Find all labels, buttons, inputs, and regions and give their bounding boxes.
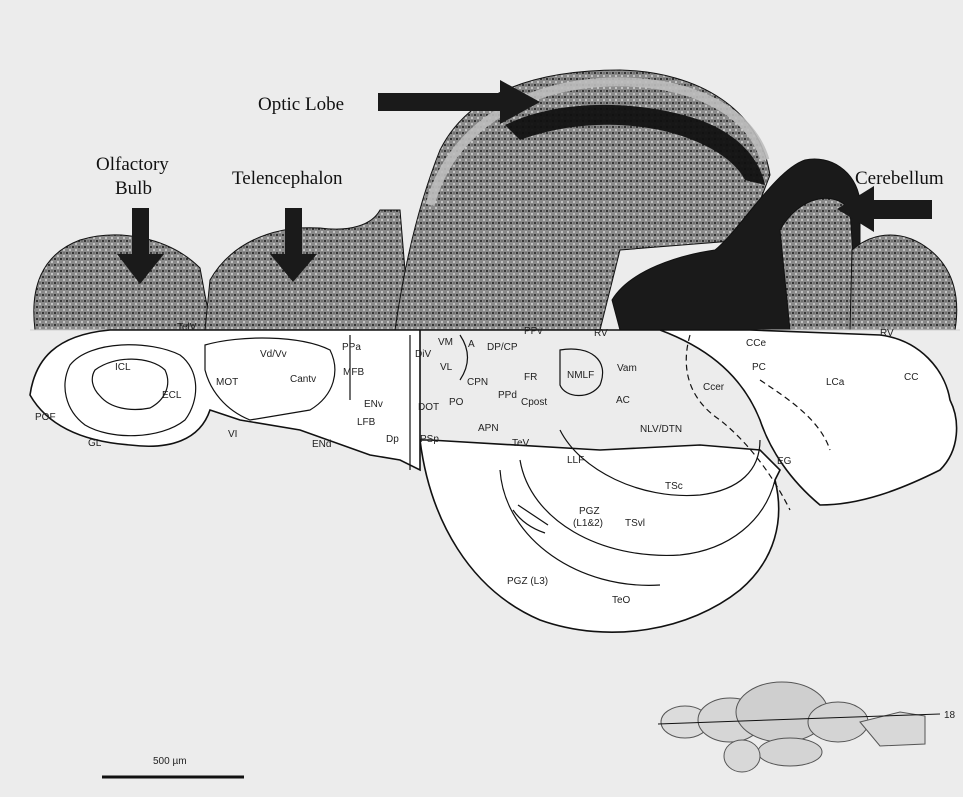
region-label: VM [438, 337, 453, 348]
region-label: VL [440, 362, 453, 373]
region-label: PC [752, 362, 766, 373]
hindbrain-tissue [850, 235, 957, 330]
region-label: PGZ [579, 506, 600, 517]
region-label: DP/CP [487, 342, 518, 353]
cerebellum-gray [780, 198, 858, 330]
region-label: TeO [612, 595, 631, 606]
region-label: MOT [216, 377, 238, 388]
region-label: Vam [617, 363, 637, 374]
region-label: A [468, 339, 475, 350]
callout-olfactory-bulb: Olfactory [96, 154, 169, 175]
region-label: PGZ (L3) [507, 576, 548, 587]
region-label: NLV/DTN [640, 424, 682, 435]
inset-lateral-brain [661, 682, 925, 772]
region-label: PSp [420, 434, 439, 445]
region-label: DOT [418, 402, 439, 413]
region-label: Cantv [290, 374, 316, 385]
callout-telencephalon: Telencephalon [232, 168, 343, 189]
region-label: POF [35, 412, 56, 423]
region-label: PPa [342, 342, 361, 353]
region-label: FR [524, 372, 537, 383]
region-label: Dp [386, 434, 399, 445]
region-label: Vd/Vv [260, 349, 287, 360]
tectum-outline [420, 440, 780, 632]
callout-olfactory-bulb-2: Bulb [115, 178, 152, 199]
region-label: ENv [364, 399, 383, 410]
region-label: CC [904, 372, 918, 383]
region-label: LFB [357, 417, 376, 428]
region-label: TeV [512, 438, 530, 449]
region-label: PO [449, 397, 464, 408]
region-label: RV [594, 328, 608, 339]
region-label: PPv [524, 326, 542, 337]
region-label: MFB [343, 367, 364, 378]
region-label: ECL [162, 390, 182, 401]
region-label: CCe [746, 338, 766, 349]
olfactory-bulb-tissue [34, 235, 212, 330]
region-label: (L1&2) [573, 518, 603, 529]
region-label: TelV [177, 322, 197, 333]
region-label: LLF [567, 455, 584, 466]
schematic-atlas [30, 330, 957, 632]
region-label: NMLF [567, 370, 594, 381]
telencephalon-tissue [205, 210, 410, 330]
region-label: CPN [467, 377, 488, 388]
inset-section-number: 18 [944, 710, 956, 721]
region-label: ENd [312, 439, 331, 450]
region-label: PPd [498, 390, 517, 401]
region-label: GL [88, 438, 102, 449]
region-label: DiV [415, 349, 431, 360]
region-label: Cpost [521, 397, 547, 408]
callout-cerebellum: Cerebellum [855, 168, 944, 189]
scale-bar-label: 500 µm [153, 756, 187, 767]
region-label: Ccer [703, 382, 725, 393]
region-label: ICL [115, 362, 131, 373]
region-label: TSvl [625, 518, 645, 529]
region-label: EG [777, 456, 792, 467]
region-label: VI [228, 429, 237, 440]
region-label: RV [880, 328, 894, 339]
region-label: AC [616, 395, 630, 406]
region-label: APN [478, 423, 499, 434]
region-label: TSc [665, 481, 683, 492]
region-label: LCa [826, 377, 845, 388]
callout-optic-lobe: Optic Lobe [258, 94, 344, 115]
